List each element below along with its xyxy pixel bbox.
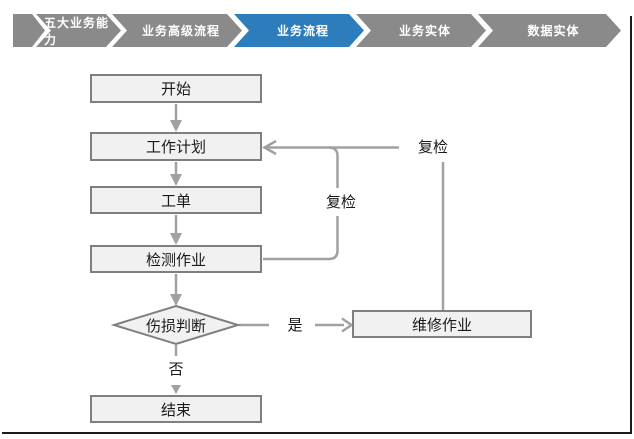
frame-right-border <box>630 16 632 434</box>
flow-node-damage-decision: 伤损判断 <box>145 316 206 335</box>
tab-business-process[interactable]: 业务流程 <box>234 14 364 47</box>
tab-data-entity[interactable]: 数据实体 <box>478 14 621 47</box>
nav-lead-arrow-icon <box>13 14 45 47</box>
edge-label-recheck-inner: 复检 <box>318 192 364 212</box>
arrowhead-into-workplan-top-icon <box>170 120 182 132</box>
edge-label-yes: 是 <box>281 315 309 335</box>
tab-business-entity[interactable]: 业务实体 <box>356 14 486 47</box>
arrowhead-into-workplan-icon <box>261 139 277 156</box>
edge-label-no: 否 <box>162 359 190 379</box>
flow-node-start: 开始 <box>90 74 262 103</box>
flow-node-repair: 维修作业 <box>352 310 532 338</box>
edge-label-recheck-outer: 复检 <box>410 137 456 157</box>
flow-node-work-plan: 工作计划 <box>90 132 262 161</box>
arrowhead-into-end-icon <box>171 385 181 394</box>
arrowhead-into-decision-icon <box>170 294 182 306</box>
tab-business-high-level-process[interactable]: 业务高级流程 <box>112 14 242 47</box>
flow-node-inspection: 检测作业 <box>90 245 262 273</box>
arrowhead-into-repair-icon <box>341 317 354 333</box>
flow-node-end: 结束 <box>90 395 262 423</box>
arrowhead-into-workorder-icon <box>170 174 182 186</box>
frame-bottom-border <box>2 432 632 434</box>
flow-node-work-order: 工单 <box>90 186 262 214</box>
arrowhead-into-inspection-icon <box>170 233 182 245</box>
tab-five-business-capabilities[interactable]: 五大业务能力 <box>36 14 121 47</box>
